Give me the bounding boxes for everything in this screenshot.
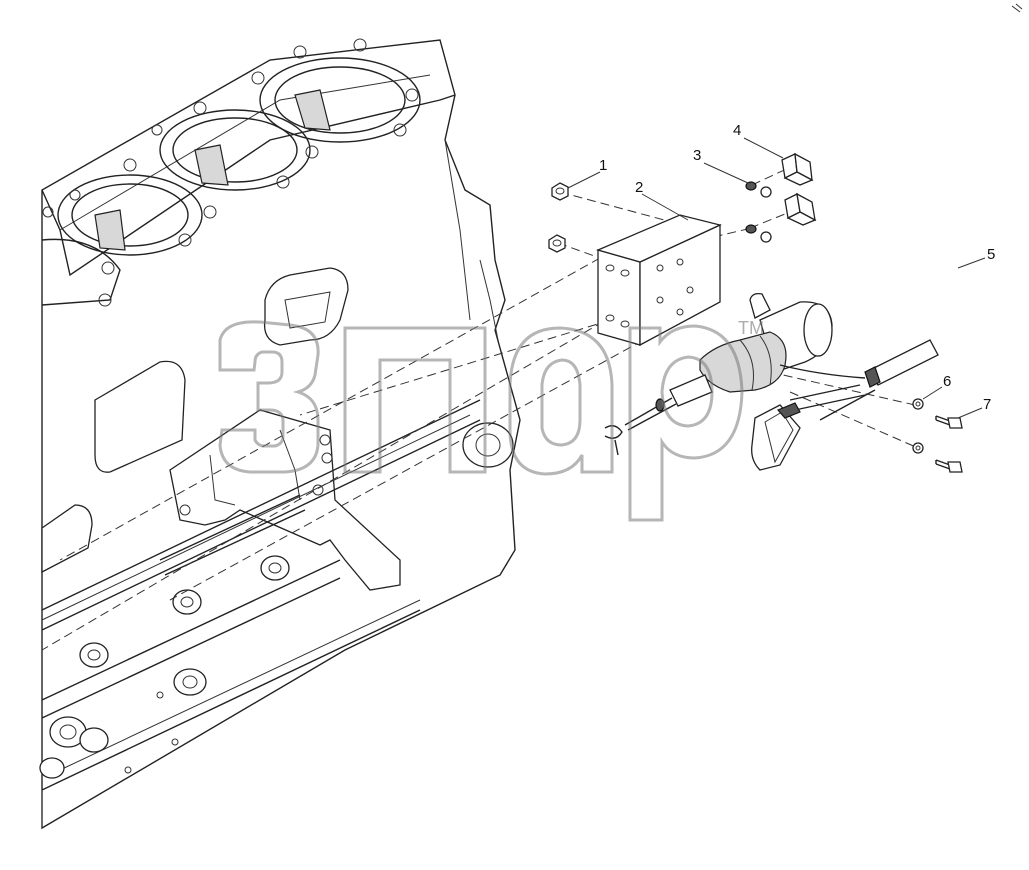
shutdown-solenoid-part-5 bbox=[604, 277, 971, 471]
callout-labels: 1 2 3 4 5 6 7 bbox=[599, 122, 995, 413]
callout-5: 5 bbox=[987, 246, 995, 263]
bracket-part-2 bbox=[596, 214, 722, 347]
callout-6: 6 bbox=[943, 373, 951, 390]
washer-part-6 bbox=[912, 398, 924, 454]
callout-leaders bbox=[567, 137, 986, 419]
nut-part-1 bbox=[548, 182, 569, 253]
callout-3: 3 bbox=[693, 147, 701, 164]
watermark-trademark: TM bbox=[738, 318, 764, 338]
cylinder-bores bbox=[41, 57, 421, 306]
callout-1: 1 bbox=[599, 157, 607, 174]
bolt-part-4 bbox=[781, 152, 817, 226]
washer-part-3 bbox=[745, 181, 772, 243]
engine-block bbox=[39, 38, 521, 830]
head-bolt-holes bbox=[42, 38, 419, 307]
bolt-part-7 bbox=[935, 415, 963, 473]
corner-mark bbox=[1011, 3, 1023, 13]
callout-7: 7 bbox=[983, 396, 991, 413]
callout-4: 4 bbox=[733, 122, 741, 139]
watermark: TM bbox=[218, 318, 764, 522]
callout-2: 2 bbox=[635, 179, 643, 196]
